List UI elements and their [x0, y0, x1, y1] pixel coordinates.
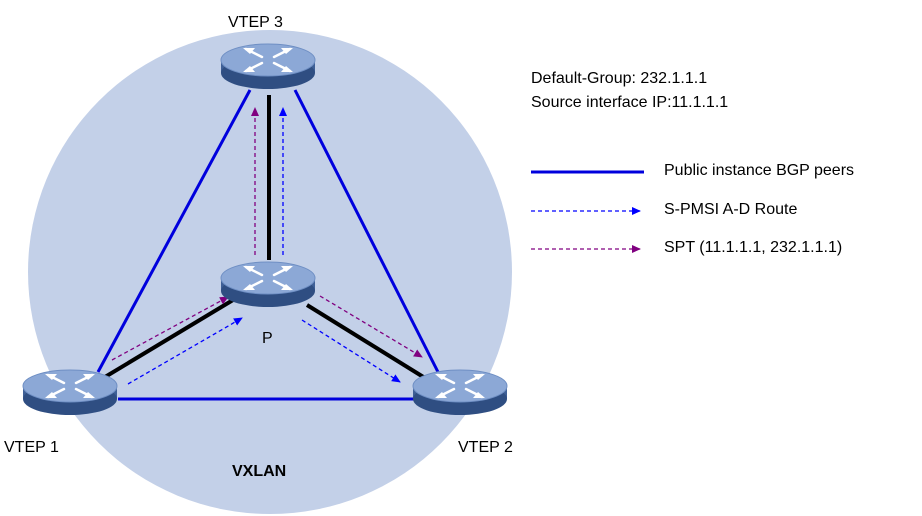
bgp-peer-line: [293, 89, 440, 373]
spt-arrow: [319, 295, 423, 358]
bgp-peer-line: [96, 89, 252, 373]
router-icon: [21, 368, 119, 417]
spt-arrow: [111, 296, 229, 361]
default-group-text: Default-Group: 232.1.1.1: [531, 70, 708, 87]
legend-spt-label: SPT (11.1.1.1, 232.1.1.1): [664, 239, 843, 256]
router-icon: [219, 42, 317, 91]
physical-link: [98, 298, 235, 382]
physical-link: [305, 303, 427, 380]
node-label-vtep3: VTEP 3: [228, 14, 283, 31]
legend-bgp-label: Public instance BGP peers: [664, 162, 855, 179]
node-label-p: P: [262, 330, 273, 347]
spmsi-arrow: [301, 319, 401, 383]
node-label-vtep1: VTEP 1: [4, 439, 59, 456]
legend-spmsi-label: S-PMSI A-D Route: [664, 201, 798, 218]
source-interface-text: Source interface IP:11.1.1.1: [531, 94, 729, 111]
spmsi-arrow: [127, 317, 243, 385]
router-icon: [219, 260, 317, 309]
router-icon: [411, 368, 509, 417]
node-label-vtep2: VTEP 2: [458, 439, 513, 456]
region-label: VXLAN: [232, 463, 286, 480]
